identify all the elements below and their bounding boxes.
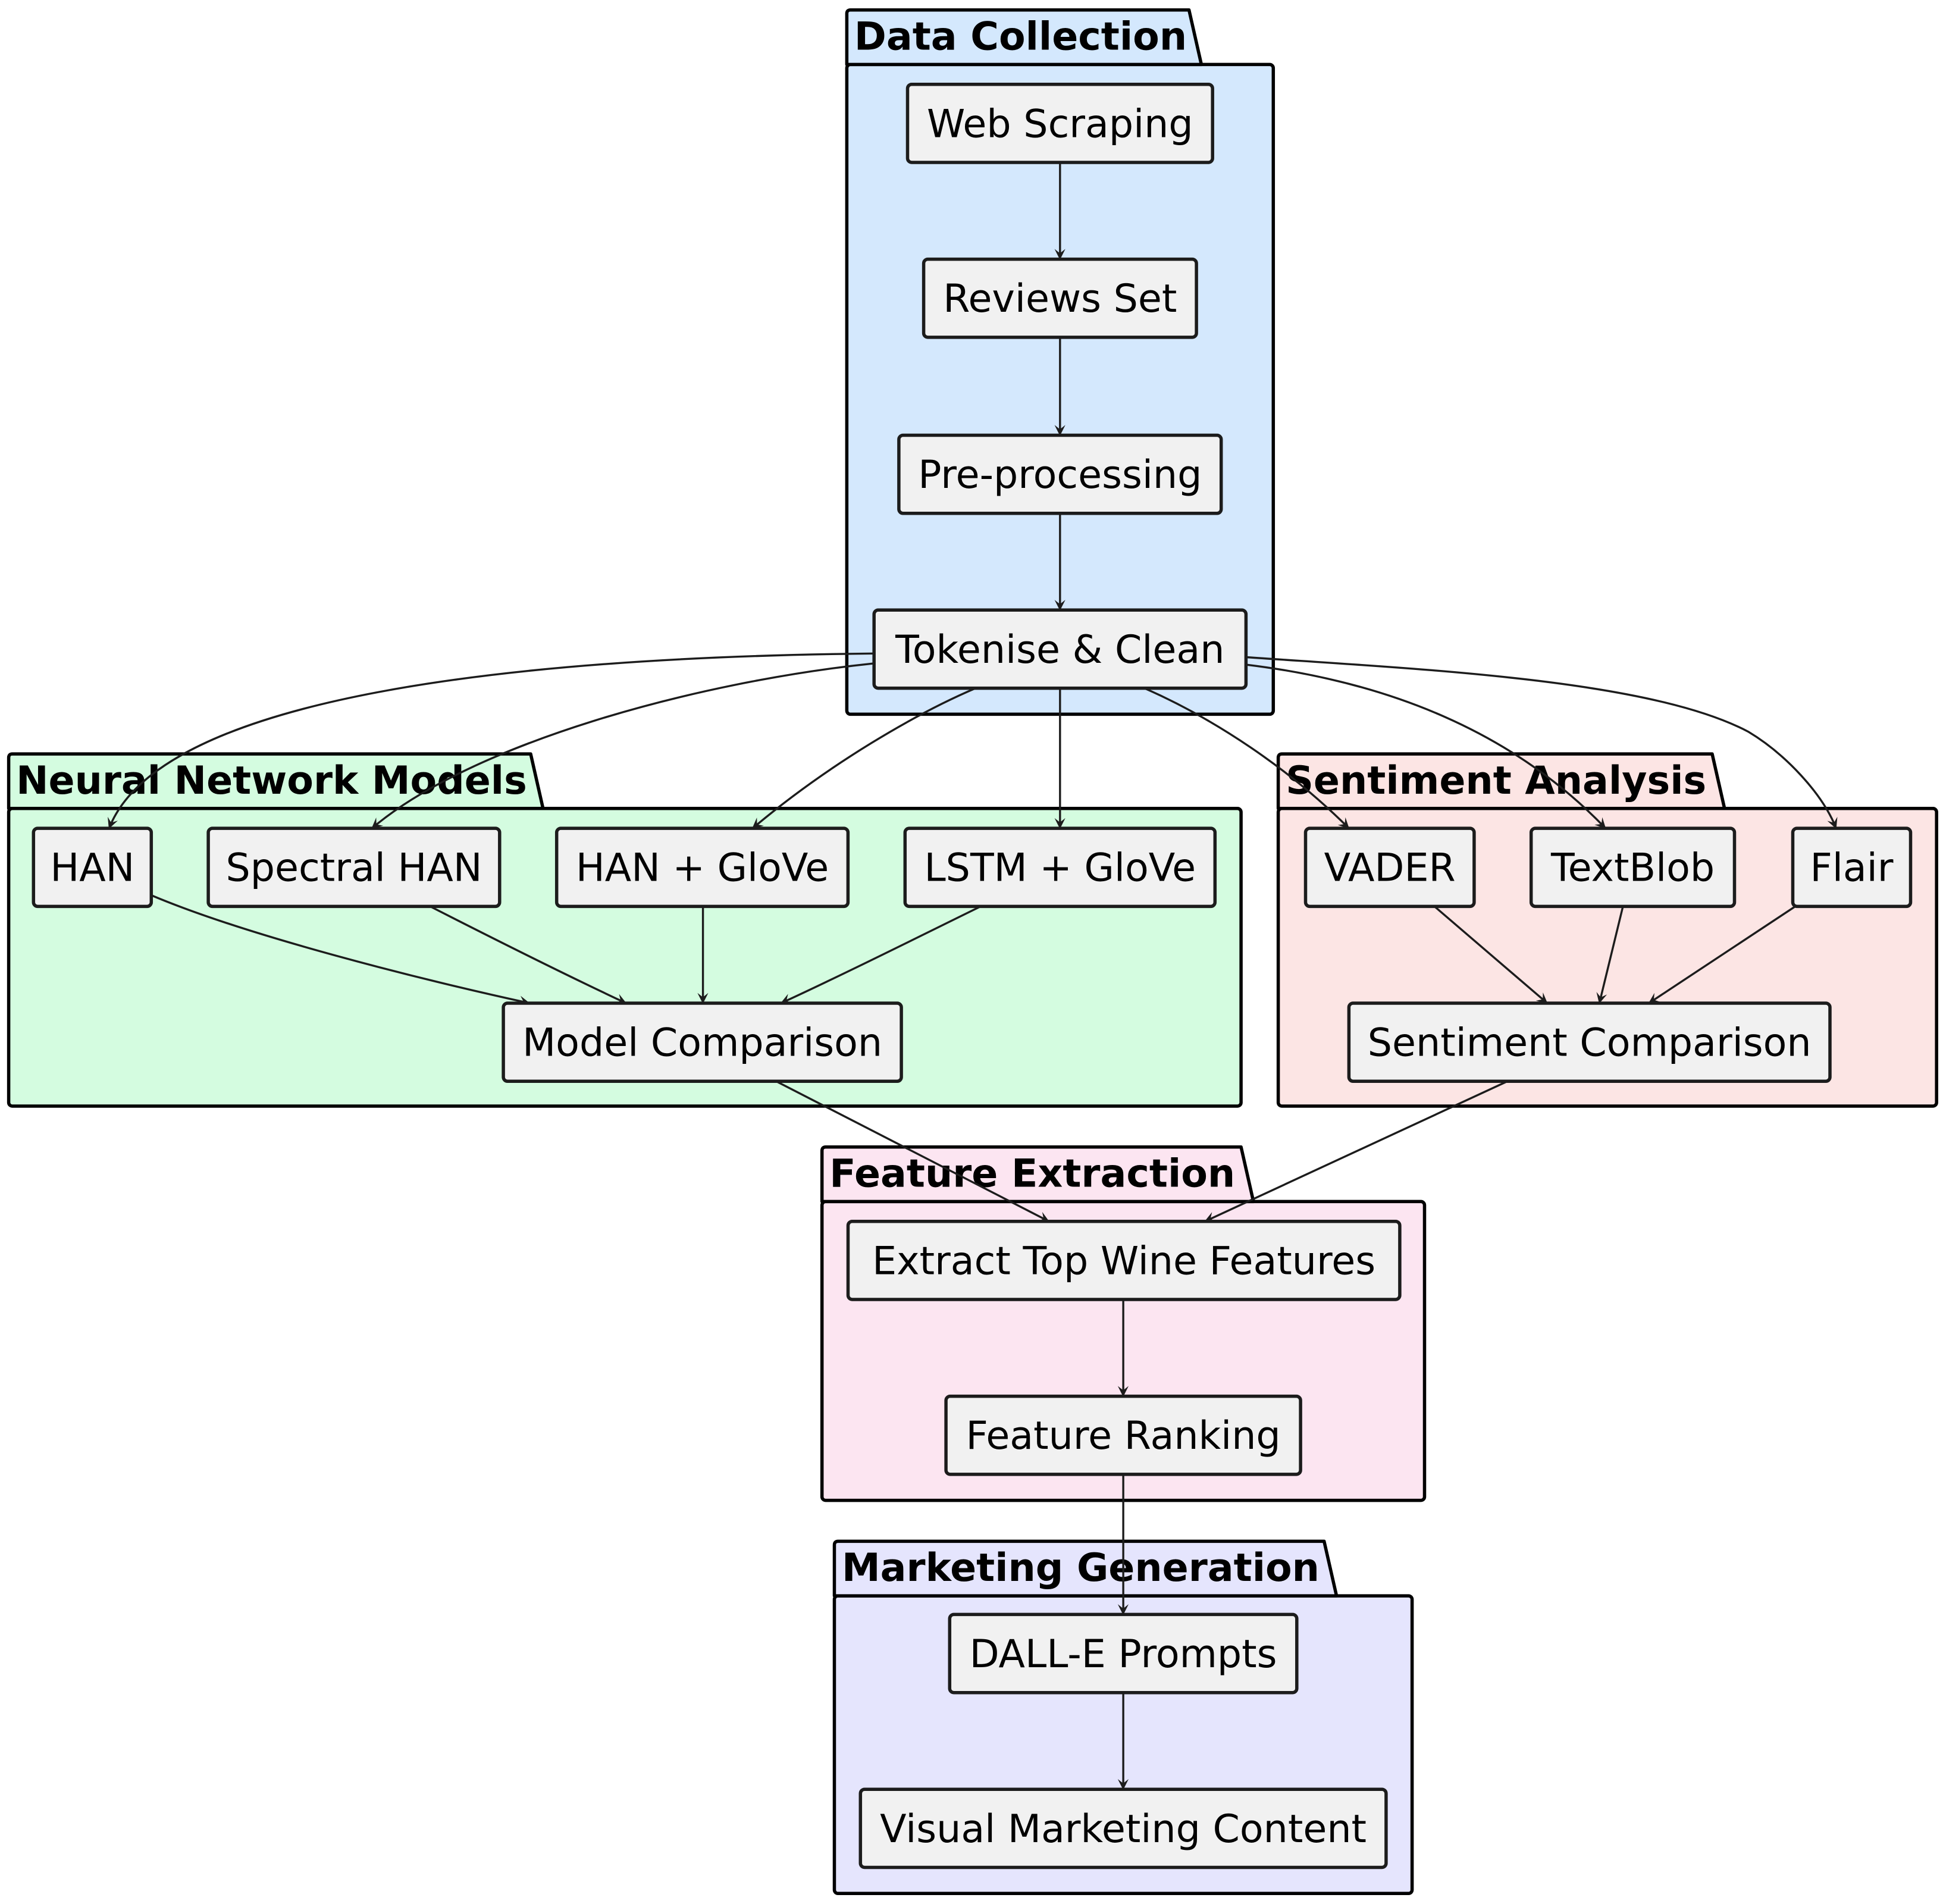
group-title: Feature Extraction <box>829 1151 1235 1196</box>
edge-tokenise-to-han <box>108 652 875 829</box>
node-box[interactable] <box>905 82 1214 164</box>
node-label: DALL-E Prompts <box>970 1632 1277 1677</box>
node-box[interactable] <box>32 826 153 909</box>
node-box[interactable] <box>872 608 1248 690</box>
edge-spectral-han-to-model-comparison <box>430 905 627 1004</box>
node-spectral-han[interactable]: Spectral HAN <box>206 826 502 909</box>
node-label: Web Scraping <box>927 102 1193 146</box>
node-han[interactable]: HAN <box>32 826 153 909</box>
edge-tokenise-to-han-glove <box>751 687 976 829</box>
node-label: Spectral HAN <box>226 846 482 891</box>
node-han-glove[interactable]: HAN + GloVe <box>554 826 850 909</box>
node-dalle-prompts[interactable]: DALL-E Prompts <box>948 1612 1299 1695</box>
node-label: Sentiment Comparison <box>1368 1021 1812 1066</box>
node-box[interactable] <box>1529 826 1737 909</box>
node-box[interactable] <box>846 1219 1402 1301</box>
group-tab <box>832 1539 1339 1598</box>
node-label: LSTM + GloVe <box>924 846 1196 891</box>
edge-textblob-to-sentiment-comparison <box>1596 906 1624 1004</box>
node-model-comparison[interactable]: Model Comparison <box>502 1001 903 1083</box>
node-label: VADER <box>1324 846 1456 891</box>
node-box[interactable] <box>922 257 1198 339</box>
edge-tokenise-to-textblob <box>1246 663 1607 829</box>
group-tab <box>845 8 1204 67</box>
node-box[interactable] <box>858 1787 1388 1869</box>
edge-tokenise-to-vader <box>1143 687 1350 829</box>
group-tab <box>1276 752 1726 810</box>
node-label: Flair <box>1810 846 1893 891</box>
node-label: Tokenise & Clean <box>895 628 1224 672</box>
edge-model-comparison-to-extract-features <box>775 1080 1049 1223</box>
node-textblob[interactable]: TextBlob <box>1529 826 1737 909</box>
node-lstm-glove[interactable]: LSTM + GloVe <box>903 826 1217 909</box>
node-box[interactable] <box>206 826 502 909</box>
node-box[interactable] <box>1303 826 1476 909</box>
node-label: Extract Top Wine Features <box>872 1239 1375 1283</box>
node-box[interactable] <box>948 1612 1299 1695</box>
node-box[interactable] <box>903 826 1217 909</box>
node-label: HAN <box>50 846 134 891</box>
node-label: HAN + GloVe <box>576 846 829 891</box>
node-label: Feature Ranking <box>966 1414 1280 1458</box>
node-label: TextBlob <box>1550 846 1715 891</box>
node-box[interactable] <box>554 826 850 909</box>
edge-sentiment-comparison-to-extract-features <box>1204 1080 1508 1223</box>
node-sentiment-comparison[interactable]: Sentiment Comparison <box>1347 1001 1832 1083</box>
node-label: Model Comparison <box>522 1021 882 1066</box>
edge-lstm-glove-to-model-comparison <box>780 905 982 1004</box>
node-vader[interactable]: VADER <box>1303 826 1476 909</box>
edge-tokenise-to-spectral-han <box>371 662 875 829</box>
node-feature-ranking[interactable]: Feature Ranking <box>944 1394 1302 1476</box>
edge-tokenise-to-flair <box>1246 656 1838 829</box>
node-box[interactable] <box>944 1394 1302 1476</box>
node-visual-content[interactable]: Visual Marketing Content <box>858 1787 1388 1869</box>
group-title: Data Collection <box>854 14 1187 59</box>
edge-han-to-model-comparison <box>151 894 530 1007</box>
node-box[interactable] <box>897 433 1223 515</box>
node-box[interactable] <box>502 1001 903 1083</box>
node-preprocessing[interactable]: Pre-processing <box>897 433 1223 515</box>
node-extract-features[interactable]: Extract Top Wine Features <box>846 1219 1402 1301</box>
node-box[interactable] <box>1791 826 1913 909</box>
node-flair[interactable]: Flair <box>1791 826 1913 909</box>
group-tab <box>7 752 545 810</box>
node-label: Visual Marketing Content <box>880 1807 1367 1852</box>
edge-vader-to-sentiment-comparison <box>1434 906 1548 1004</box>
group-title: Sentiment Analysis <box>1286 759 1706 803</box>
node-label: Pre-processing <box>918 453 1202 497</box>
node-reviews-set[interactable]: Reviews Set <box>922 257 1198 339</box>
node-web-scraping[interactable]: Web Scraping <box>905 82 1214 164</box>
node-label: Reviews Set <box>943 277 1177 321</box>
group-title: Neural Network Models <box>16 759 527 803</box>
node-box[interactable] <box>1347 1001 1832 1083</box>
edge-flair-to-sentiment-comparison <box>1648 905 1796 1004</box>
group-title: Marketing Generation <box>842 1546 1320 1590</box>
node-tokenise[interactable]: Tokenise & Clean <box>872 608 1248 690</box>
